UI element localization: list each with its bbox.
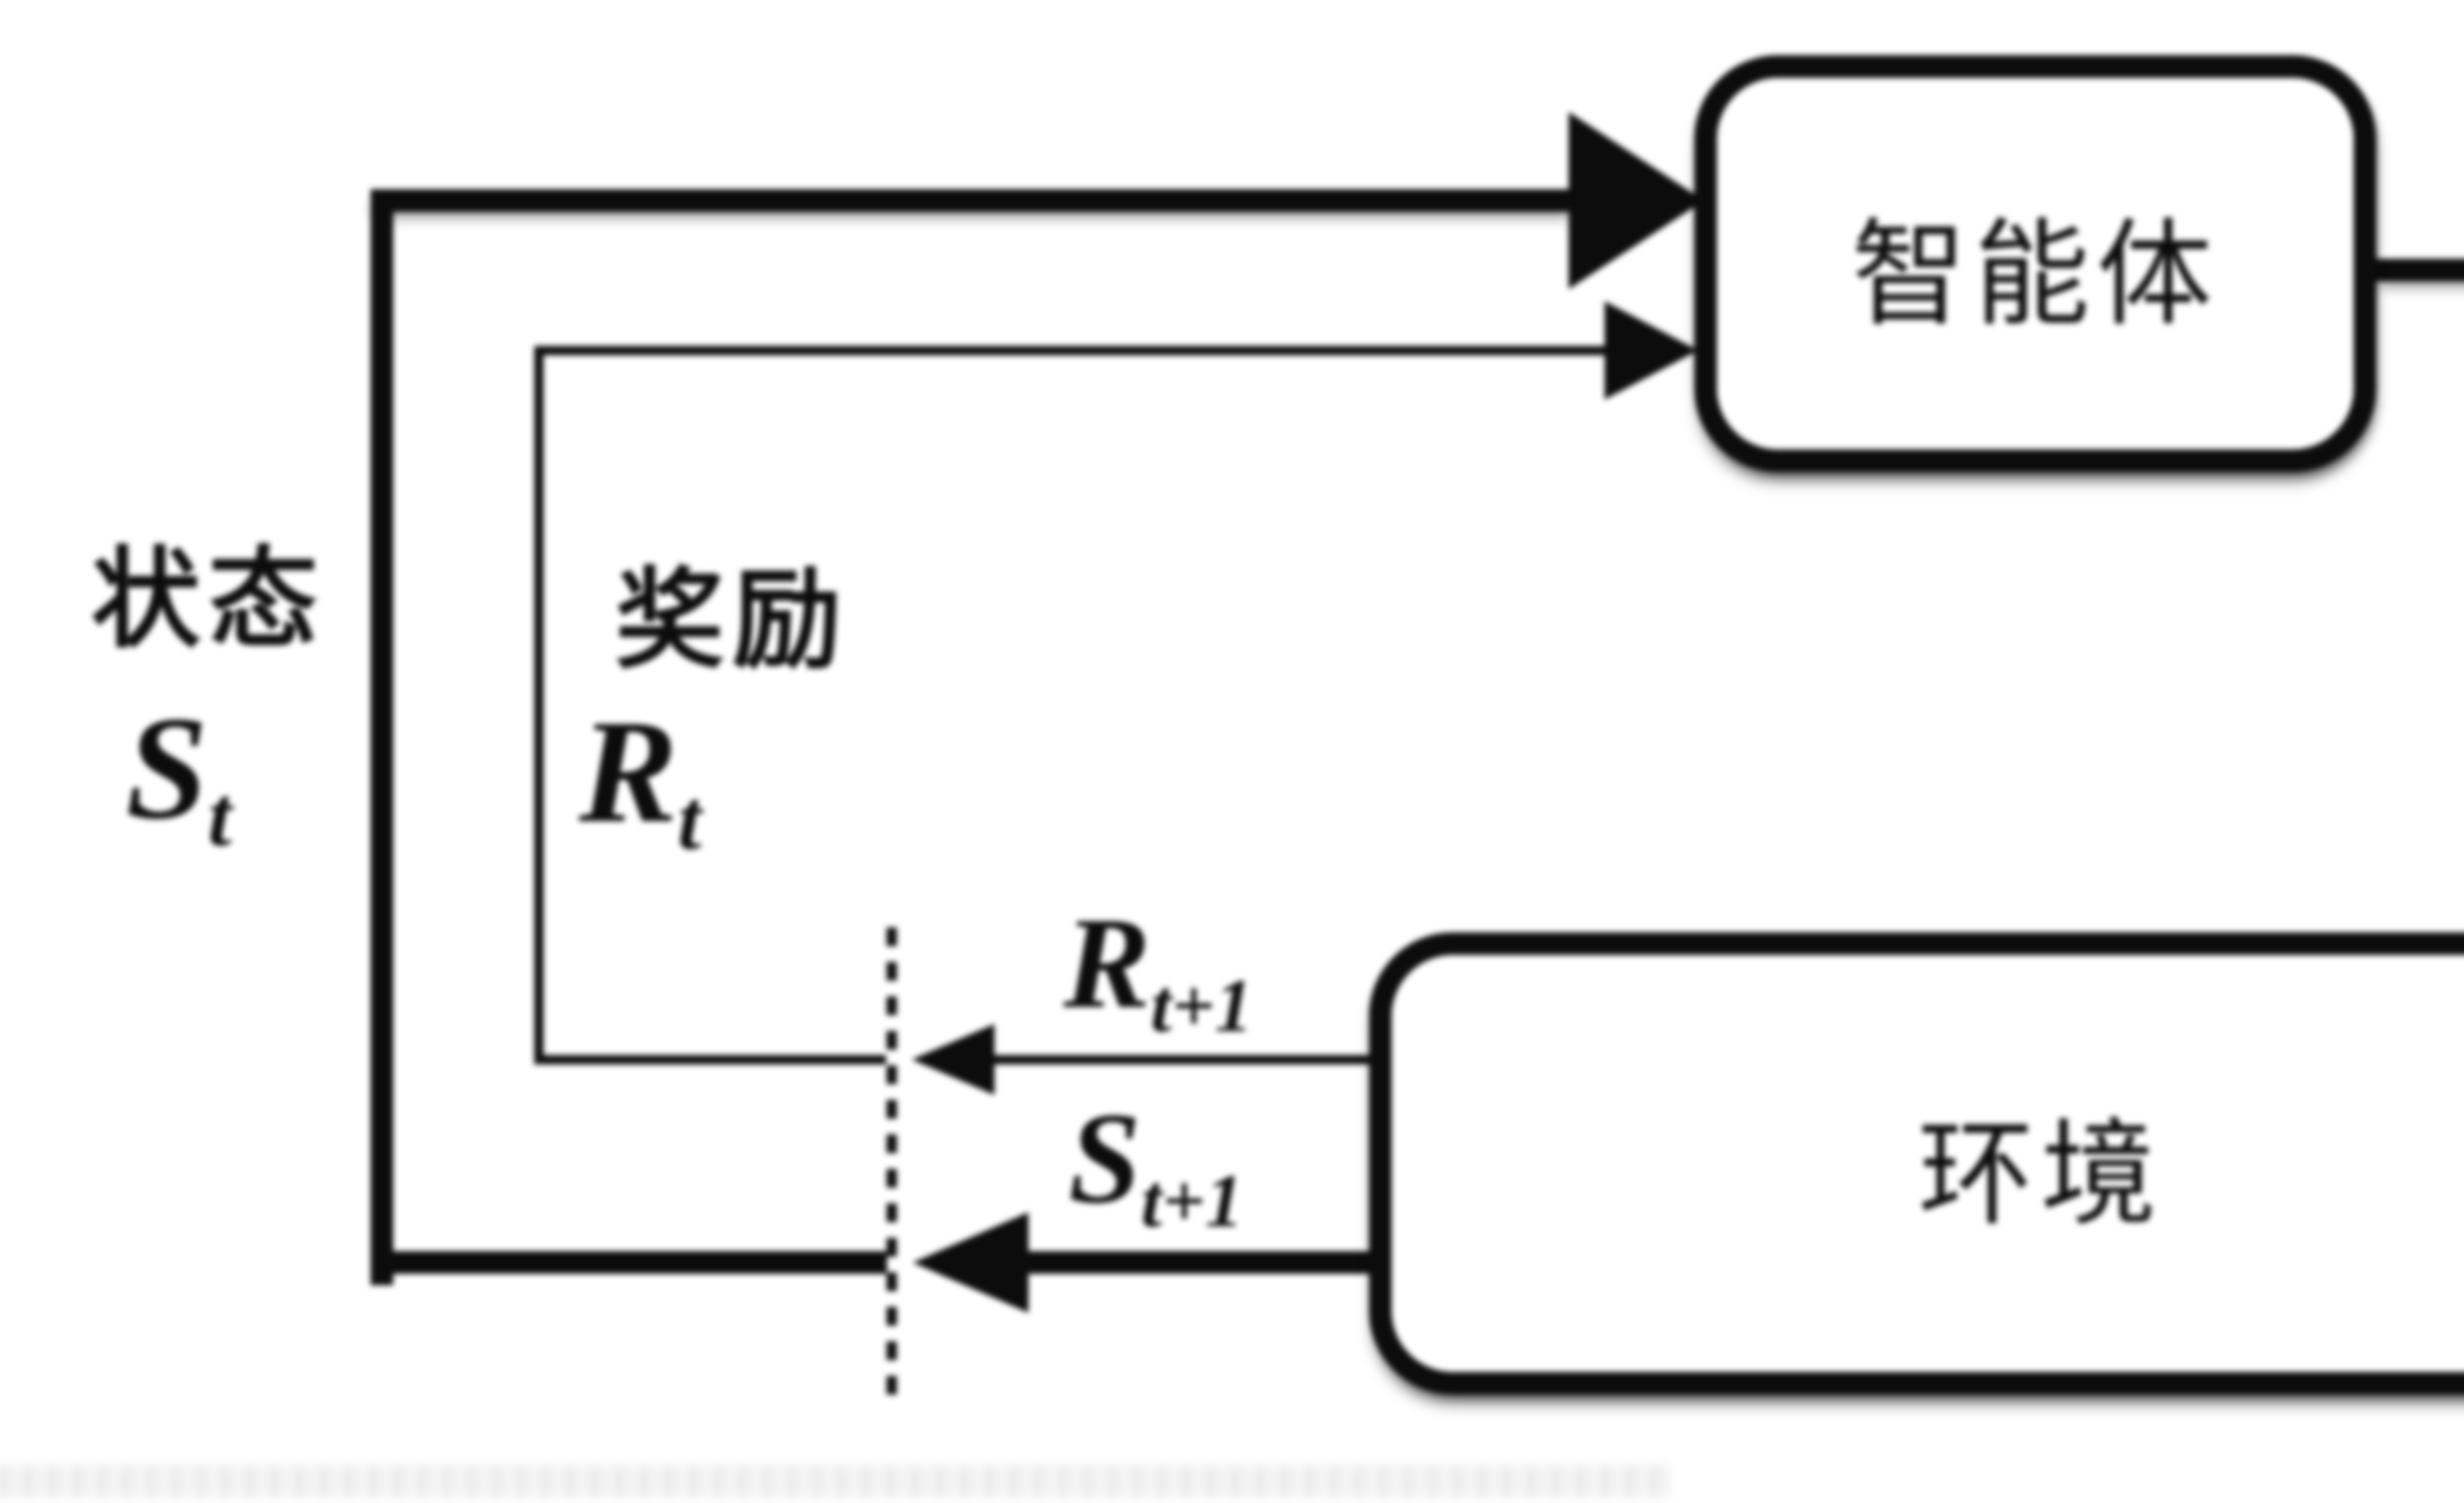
- reward-next-symbol-letter: R: [1063, 891, 1151, 1035]
- reward-symbol: Rt: [579, 697, 701, 863]
- reward-symbol-letter: R: [579, 689, 678, 853]
- reward-symbol-subscript: t: [678, 772, 702, 867]
- environment-box: 环境: [1369, 932, 2464, 1395]
- reward-line-left-vertical: [534, 346, 544, 1064]
- state-next-arrowhead-icon: [913, 1212, 1028, 1313]
- state-line-left-vertical: [371, 189, 393, 1285]
- reward-line-top-horizontal: [534, 346, 1610, 355]
- reward-label-cn: 奖励: [615, 561, 850, 682]
- state-symbol-letter: S: [126, 686, 208, 850]
- state-symbol-subscript: t: [207, 768, 232, 864]
- state-into-agent-arrowhead-icon: [1569, 112, 1704, 289]
- state-line-top-horizontal: [371, 189, 1574, 212]
- state-next-line-from-environment: [1025, 1251, 1385, 1274]
- agent-box: 智能体: [1694, 55, 2376, 472]
- reward-next-line-from-environment: [992, 1055, 1380, 1064]
- reward-next-symbol-subscript: t+1: [1150, 964, 1253, 1048]
- state-label-cn: 状态: [91, 540, 326, 661]
- state-next-symbol: St+1: [1068, 1093, 1243, 1239]
- reward-next-symbol: Rt+1: [1063, 898, 1253, 1044]
- reward-next-line-left-segment: [534, 1055, 886, 1064]
- state-next-symbol-subscript: t+1: [1141, 1159, 1243, 1243]
- reward-next-arrowhead-icon: [912, 1024, 994, 1095]
- time-boundary-dashed-line: [887, 927, 897, 1404]
- reward-into-agent-arrowhead-icon: [1605, 301, 1698, 400]
- state-symbol: St: [126, 694, 232, 859]
- environment-box-label: 环境: [1918, 1111, 2163, 1239]
- state-next-symbol-letter: S: [1068, 1086, 1141, 1230]
- agent-box-label: 智能体: [1851, 211, 2220, 340]
- state-line-bottom-left-horizontal: [371, 1251, 887, 1274]
- action-line-top-horizontal: [2375, 259, 2464, 281]
- scan-noise-strip: [0, 1465, 1676, 1497]
